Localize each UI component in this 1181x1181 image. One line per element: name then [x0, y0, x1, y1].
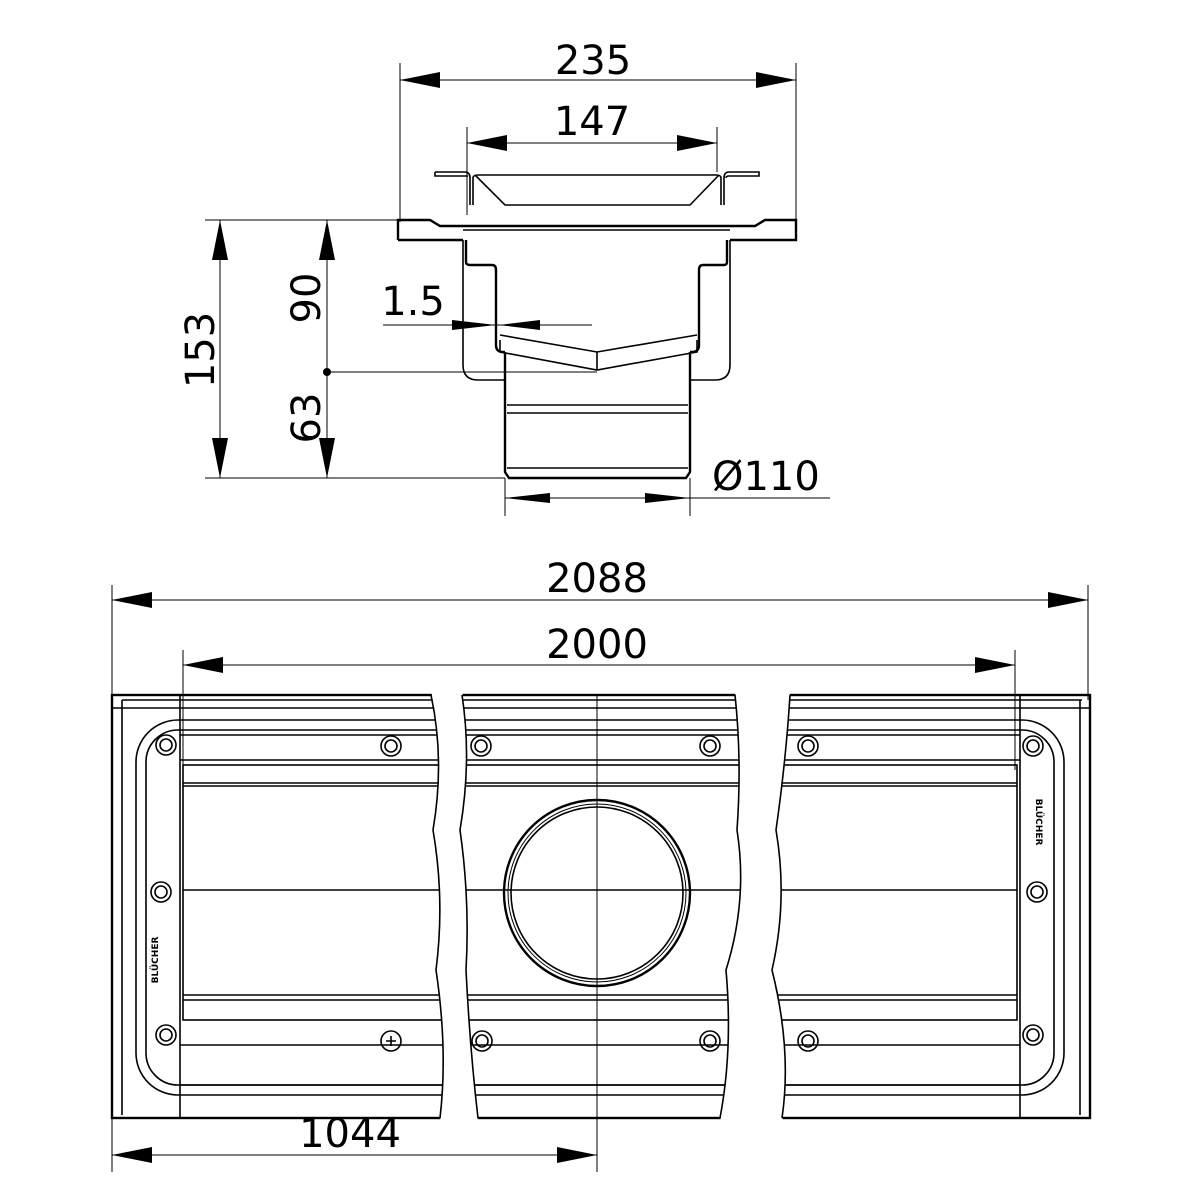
hole — [471, 1030, 493, 1052]
channel-outline — [110, 693, 1092, 1120]
hole — [155, 734, 177, 756]
logo-left: BLÜCHER — [150, 937, 161, 984]
hole — [150, 881, 172, 903]
outlet-funnel — [499, 334, 698, 371]
break-gap-1 — [431, 690, 478, 1122]
hole — [1022, 1024, 1044, 1046]
plan-view: 2088 2000 — [110, 556, 1092, 1172]
dim-overall-length: 2088 — [546, 556, 648, 602]
hole — [797, 1030, 819, 1052]
hole — [797, 735, 819, 757]
channel-inner — [182, 764, 1018, 1021]
break-lines-1 — [430, 694, 479, 1119]
dim-outlet-position: 1044 — [299, 1111, 401, 1157]
hole — [1026, 881, 1048, 903]
end-lines — [179, 695, 1021, 1118]
flange-lines — [180, 734, 1020, 1086]
dim-outlet-diameter: Ø110 — [712, 454, 820, 500]
dim-overall-width: 235 — [555, 38, 631, 84]
grate-profile — [434, 171, 760, 205]
hole — [380, 735, 402, 757]
dim-upper-height: 90 — [284, 273, 330, 324]
grate-funnel — [474, 174, 720, 206]
dim-wall-thickness: 1.5 — [381, 279, 445, 325]
break-lines-2 — [719, 694, 791, 1119]
channel-ribs — [183, 782, 1017, 1001]
dimension-dot — [323, 368, 331, 376]
screw — [380, 1030, 402, 1052]
body-flange — [396, 218, 798, 242]
mounting-holes — [150, 734, 1048, 1052]
dimension-arrows — [452, 320, 540, 330]
hole — [699, 735, 721, 757]
dim-grate-width: 147 — [554, 99, 630, 145]
pipe-band — [507, 404, 688, 469]
dimension-arrows — [505, 493, 690, 503]
body-outer — [462, 240, 731, 381]
dim-total-height: 153 — [178, 312, 224, 388]
hole — [470, 735, 492, 757]
hole — [699, 1030, 721, 1052]
break-gap-2 — [720, 690, 790, 1122]
section-view: 235 147 1.5 153 90 63 — [178, 38, 830, 516]
hole — [1022, 735, 1044, 757]
dim-lower-height: 63 — [284, 393, 330, 444]
frame-outer — [135, 719, 1065, 1096]
dim-channel-length: 2000 — [546, 622, 648, 668]
channel-edge-lines — [112, 699, 1090, 1115]
outlet-pipe — [503, 352, 692, 480]
hole — [155, 1024, 177, 1046]
logo-right: BLÜCHER — [1033, 799, 1044, 846]
